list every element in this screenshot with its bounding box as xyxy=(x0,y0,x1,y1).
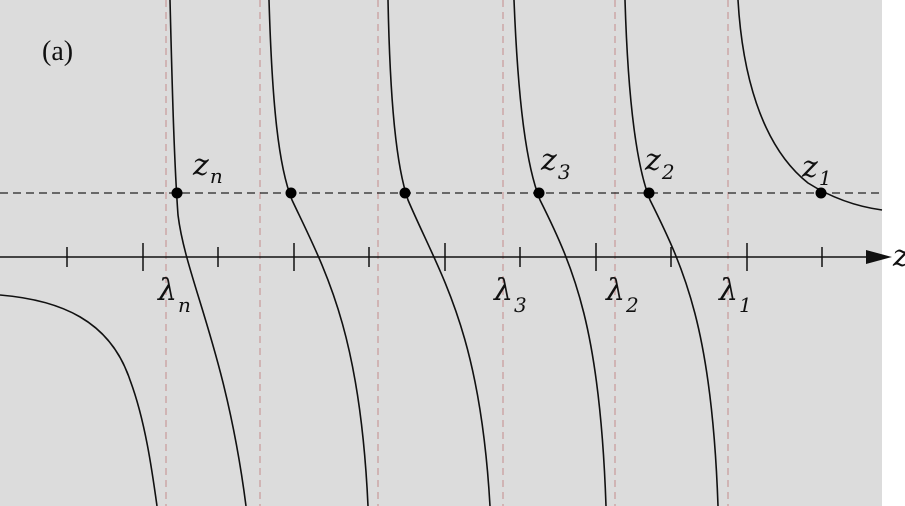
curve-branch xyxy=(169,0,247,506)
panel-label: (a) xyxy=(42,36,73,67)
z-symbol: z xyxy=(540,143,557,178)
root-label-z-1: z1 xyxy=(801,150,832,190)
root-point xyxy=(643,187,655,199)
lambda-symbol: λ xyxy=(157,273,177,308)
root-point xyxy=(285,187,297,199)
curve-branch xyxy=(513,0,607,506)
lambda-label-sub: 3 xyxy=(514,293,527,317)
curve-branch xyxy=(268,0,369,506)
curve-branch-right xyxy=(737,0,883,211)
root-label-sub: n xyxy=(210,164,223,188)
root-point xyxy=(399,187,411,199)
lambda-label-sub: 2 xyxy=(625,293,639,317)
lambda-label-sub: 1 xyxy=(739,293,752,317)
z-symbol: z xyxy=(801,150,818,185)
root-point xyxy=(815,187,827,199)
root-label-sub: 3 xyxy=(558,160,571,184)
lambda-symbol: λ xyxy=(493,273,513,308)
lambda-label-2: λ2 xyxy=(605,273,639,317)
curve-branch-left xyxy=(0,294,158,506)
axis-ticks xyxy=(66,243,823,271)
lambda-label-1: λ1 xyxy=(718,273,752,317)
root-label-sub: 2 xyxy=(661,160,675,184)
plot-background xyxy=(0,0,882,506)
curve-branch xyxy=(387,0,491,506)
lambda-label-3: λ3 xyxy=(493,273,527,317)
axis-label: z xyxy=(892,239,905,274)
z-axis-arrowhead xyxy=(866,250,892,264)
z-symbol: z xyxy=(644,143,661,178)
curve-branch xyxy=(624,0,719,506)
lambda-label-sub: n xyxy=(178,293,191,317)
lambda-symbol: λ xyxy=(718,273,738,308)
root-label-z-2: z2 xyxy=(644,143,675,184)
root-points xyxy=(171,187,827,199)
root-label-z-3: z3 xyxy=(540,143,571,184)
lambda-symbol: λ xyxy=(605,273,625,308)
root-point xyxy=(171,187,183,199)
curve-branches xyxy=(0,0,883,506)
root-point xyxy=(533,187,545,199)
root-label-z-n: zn xyxy=(192,148,223,188)
z-symbol: z xyxy=(192,148,209,183)
lambda-label-n: λn xyxy=(157,273,191,317)
root-label-sub: 1 xyxy=(819,166,832,190)
asymptotes xyxy=(165,0,729,506)
